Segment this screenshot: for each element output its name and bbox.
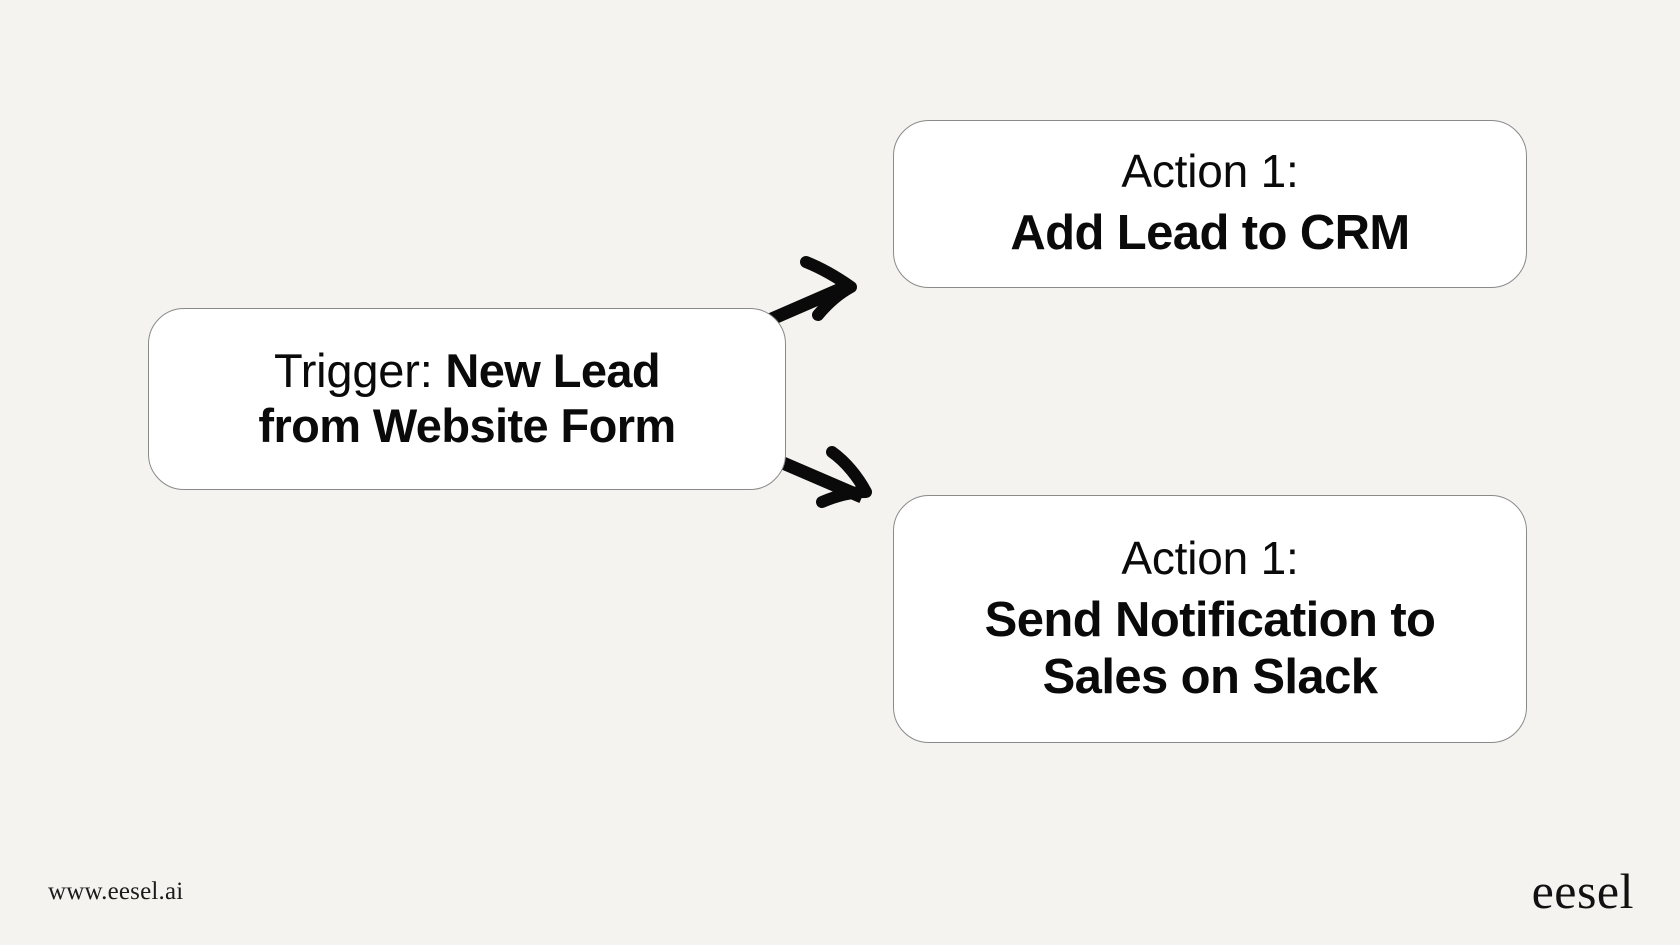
node-action-1[interactable]: Action 1: Add Lead to CRM (893, 120, 1527, 288)
node-trigger-strong-label: New Lead from Website Form (258, 344, 676, 452)
brand-logo: eesel (1531, 863, 1634, 919)
node-action-2-strong-label: Send Notification to Sales on Slack (984, 592, 1436, 704)
node-action-2-lead-label: Action 1: (1121, 531, 1299, 584)
node-trigger[interactable]: Trigger: New Lead from Website Form (148, 308, 786, 490)
node-action-1-strong-label: Add Lead to CRM (1010, 206, 1410, 261)
node-trigger-lead-label: Trigger: (273, 344, 446, 398)
footer-url[interactable]: www.eesel.ai (48, 878, 184, 905)
node-trigger-text: Trigger: New Lead from Website Form (217, 344, 717, 454)
arrow-trigger-to-action-2 (780, 446, 872, 508)
node-action-2[interactable]: Action 1: Send Notification to Sales on … (893, 495, 1527, 743)
node-action-1-lead-label: Action 1: (1121, 145, 1299, 198)
